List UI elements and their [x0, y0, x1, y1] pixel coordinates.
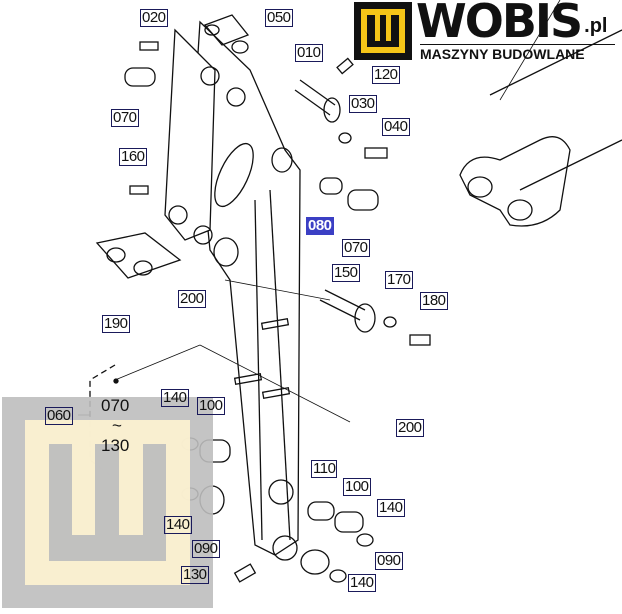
part-label-190[interactable]: 190	[102, 315, 130, 333]
part-label-030[interactable]: 030	[349, 95, 377, 113]
part-label-140[interactable]: 140	[164, 516, 192, 534]
brand-name: WOBIS	[416, 0, 583, 48]
wobis-w-icon	[49, 444, 166, 561]
range-from: 070	[101, 396, 130, 415]
brand-tagline: MASZYNY BUDOWLANE	[420, 44, 615, 62]
watermark-logo	[2, 397, 213, 608]
part-label-170[interactable]: 170	[385, 271, 413, 289]
part-label-090[interactable]: 090	[375, 552, 403, 570]
wobis-logo-icon	[354, 2, 412, 60]
part-label-200[interactable]: 200	[178, 290, 206, 308]
range-tilde: ~	[112, 416, 122, 435]
part-label-100[interactable]: 100	[343, 478, 371, 496]
part-label-180[interactable]: 180	[420, 292, 448, 310]
part-label-050[interactable]: 050	[265, 9, 293, 27]
boom-side-plate	[164, 28, 216, 241]
part-label-160[interactable]: 160	[119, 148, 147, 166]
brand-wordmark: WOBIS .pl	[416, 0, 608, 48]
part-label-070[interactable]: 070	[342, 239, 370, 257]
part-label-010[interactable]: 010	[295, 44, 323, 62]
part-label-020[interactable]: 020	[140, 9, 168, 27]
part-label-090[interactable]: 090	[192, 540, 220, 558]
brand-domain-suffix: .pl	[584, 15, 608, 37]
part-label-100[interactable]: 100	[197, 397, 225, 415]
part-label-070[interactable]: 070	[111, 109, 139, 127]
part-label-040[interactable]: 040	[382, 118, 410, 136]
part-label-110[interactable]: 110	[311, 460, 338, 478]
part-label-140[interactable]: 140	[161, 389, 189, 407]
part-label-130[interactable]: 130	[181, 566, 209, 584]
range-to: 130	[101, 436, 130, 455]
part-label-200[interactable]: 200	[396, 419, 424, 437]
part-label-150[interactable]: 150	[332, 264, 360, 282]
part-label-060[interactable]: 060	[45, 407, 73, 425]
part-label-140[interactable]: 140	[377, 499, 405, 517]
part-label-120[interactable]: 120	[372, 66, 400, 84]
part-label-140[interactable]: 140	[348, 574, 376, 592]
part-label-080-selected[interactable]: 080	[306, 217, 334, 235]
detail-arm-sketch	[459, 29, 622, 227]
